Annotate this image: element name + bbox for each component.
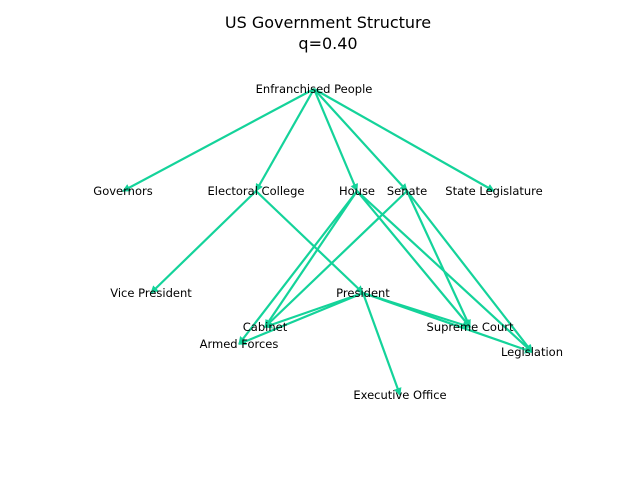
edge-president-to-legislation [362,291,533,354]
diagram-title: US Government Structure [225,13,431,32]
node-electoral: Electoral College [208,184,305,198]
edge-house-to-armed [238,190,358,345]
node-exec: Executive Office [353,388,446,402]
edges-layer [122,88,533,396]
edge-senate-to-legislation [406,190,533,353]
node-senate: Senate [387,184,427,198]
node-armed: Armed Forces [200,337,279,351]
node-supreme: Supreme Court [427,320,514,334]
edge-people-to-statelegis [313,88,495,192]
node-statelegis: State Legislature [445,184,542,198]
edge-house-to-supreme [356,190,471,328]
edge-president-to-exec [361,292,402,396]
edge-people-to-governors [122,88,315,192]
edge-senate-to-cabinet [264,190,408,328]
edge-people-to-house [312,88,359,192]
node-house: House [339,184,375,198]
edge-senate-to-supreme [406,190,471,328]
diagram-subtitle: q=0.40 [298,34,357,53]
node-people: Enfranchised People [256,82,373,96]
edge-people-to-senate [313,88,408,192]
node-cabinet: Cabinet [243,320,288,334]
edge-electoral-to-vp [150,190,257,294]
edge-people-to-electoral [255,88,315,192]
node-legislation: Legislation [501,345,563,359]
node-president: President [336,286,390,300]
node-governors: Governors [93,184,152,198]
edge-president-to-armed [238,291,364,346]
edge-electoral-to-president [255,190,364,294]
edge-house-to-cabinet [264,190,358,328]
node-vp: Vice President [110,286,192,300]
